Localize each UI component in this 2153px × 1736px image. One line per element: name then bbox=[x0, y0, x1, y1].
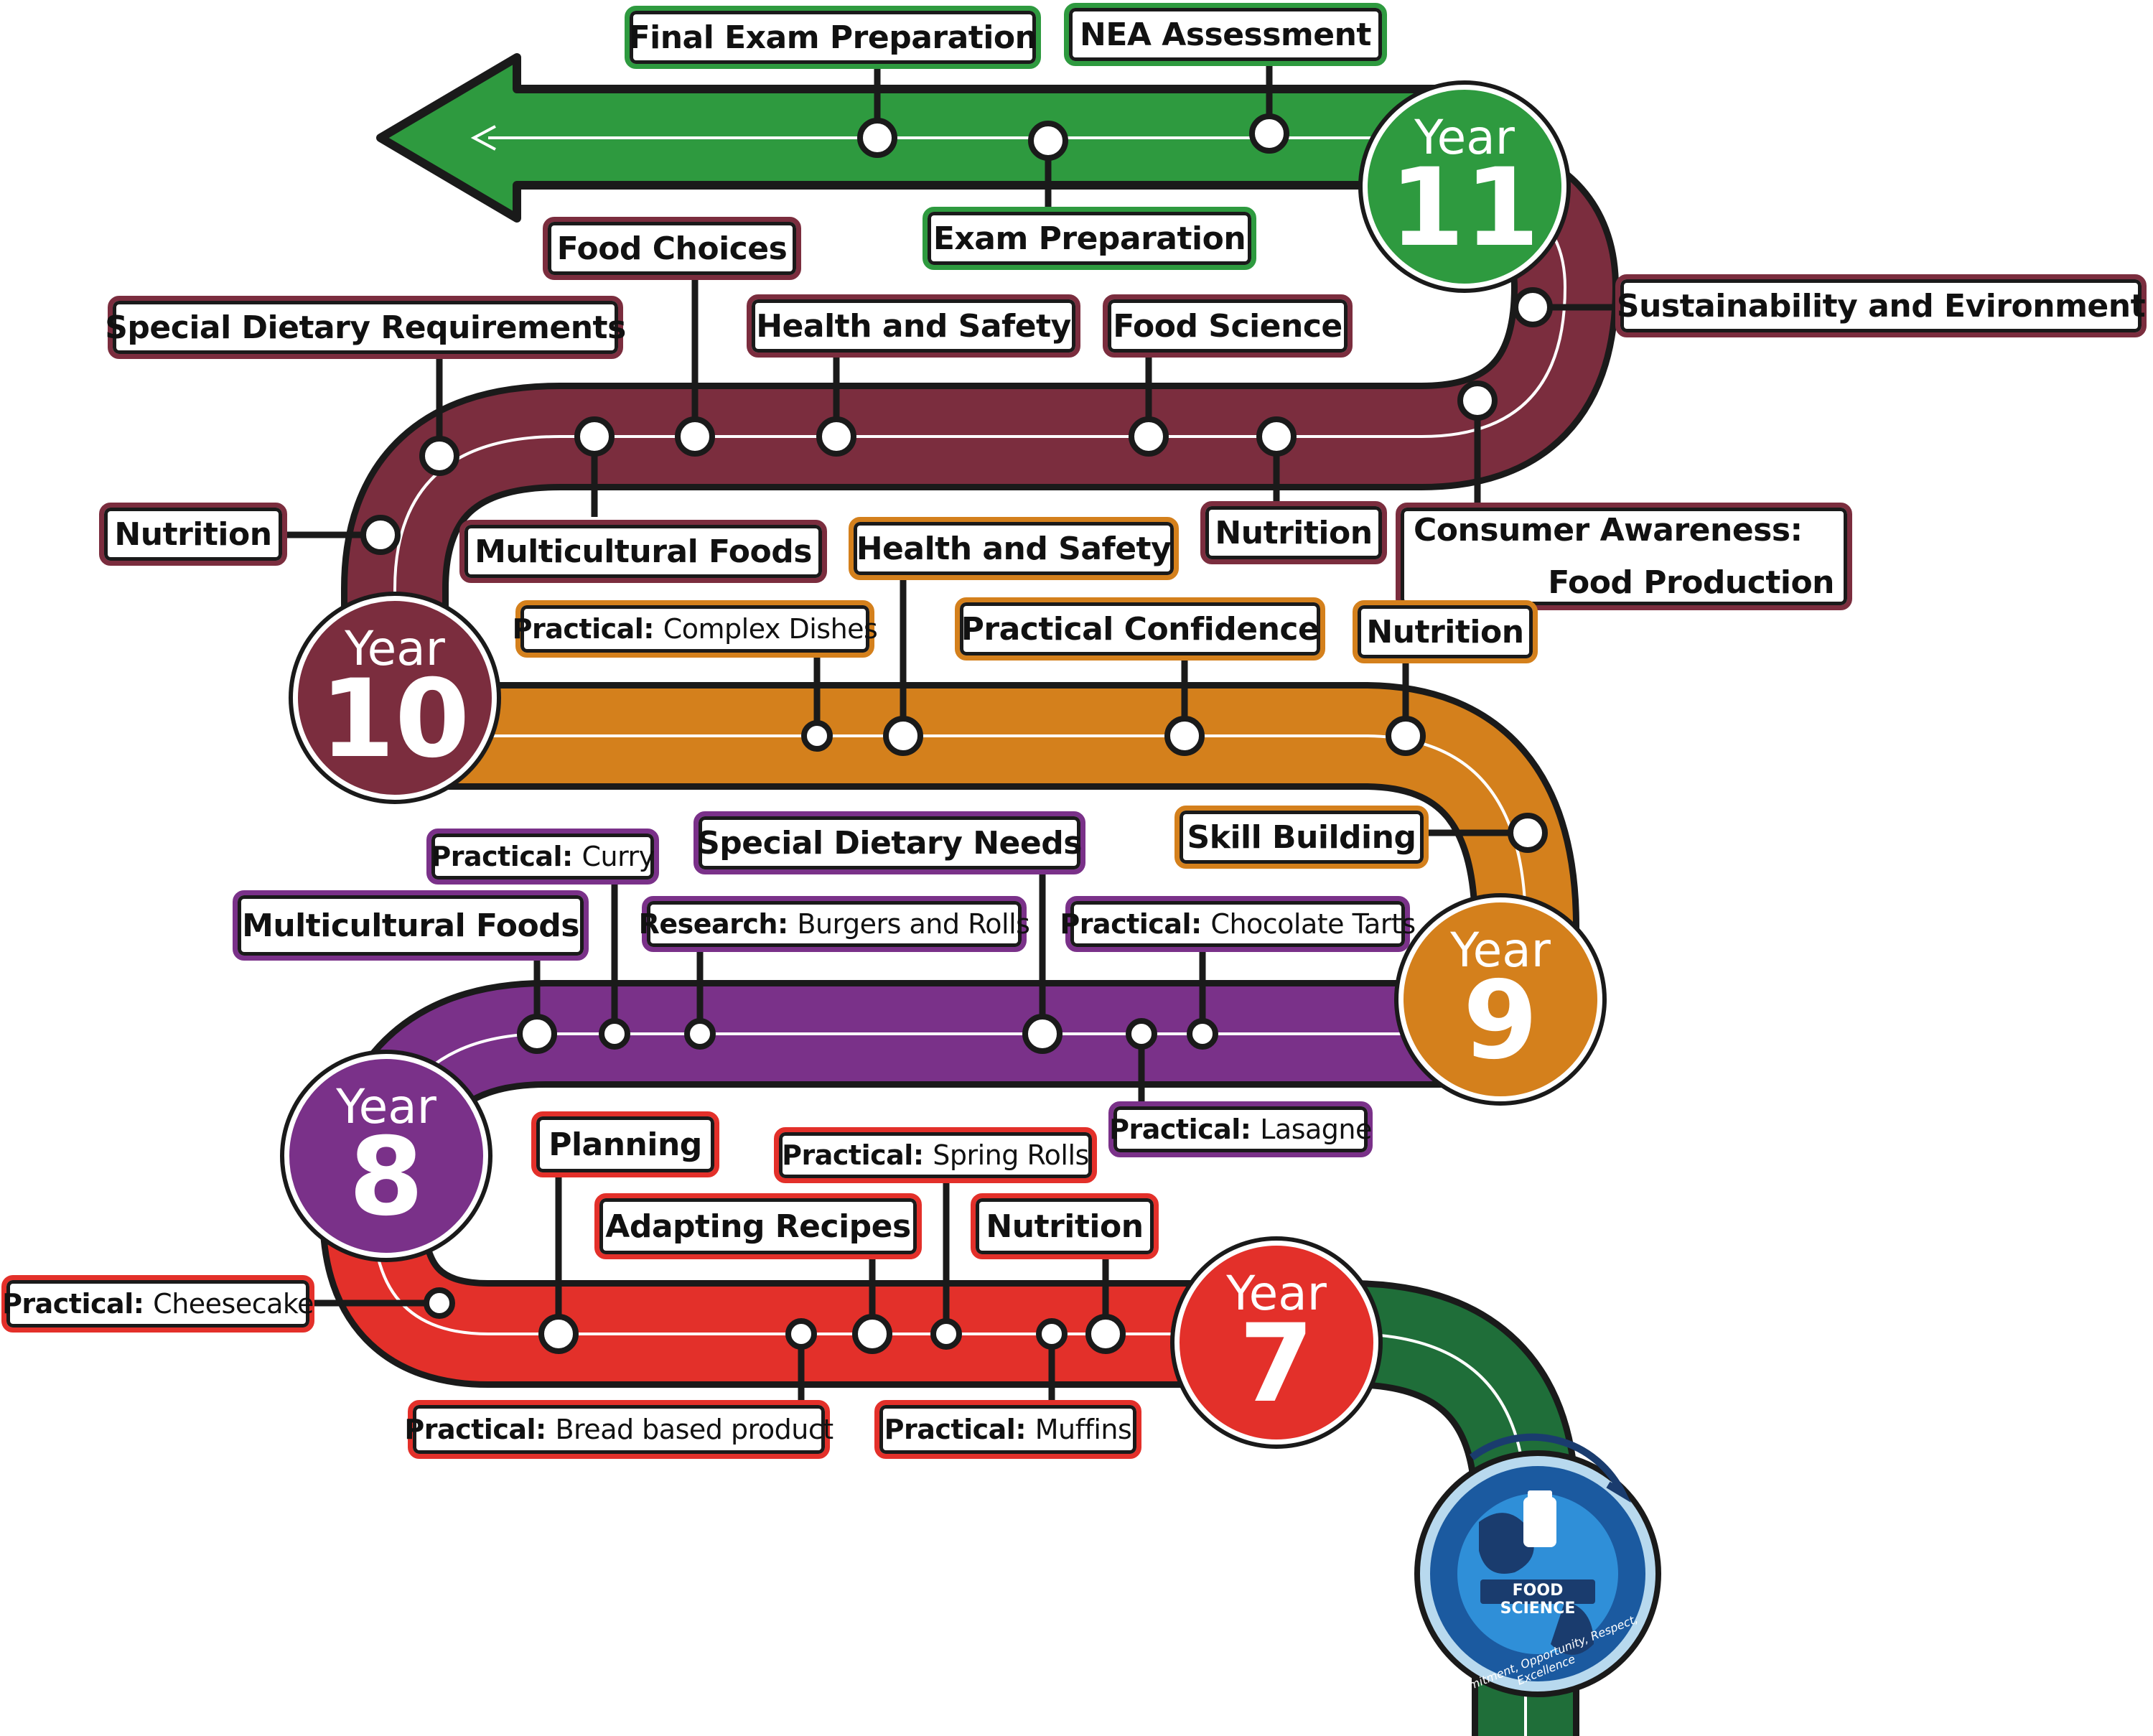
practical-item: Muffins bbox=[1035, 1414, 1132, 1445]
milestone-y9-health-and-safety: Health and Safety bbox=[849, 517, 1179, 580]
practical-item: Spring Rolls bbox=[933, 1139, 1089, 1171]
milestone-label: Multicultural Foods bbox=[242, 907, 579, 944]
year-9-number: 9 bbox=[1462, 958, 1538, 1083]
milestone-practical-complex-dishes: Practical: Complex Dishes bbox=[512, 600, 878, 658]
practical-item: Bread based product bbox=[555, 1414, 833, 1445]
milestone-special-dietary-requirements: Special Dietary Requirements bbox=[105, 296, 626, 359]
milestone-label: Health and Safety bbox=[856, 530, 1172, 567]
practical-key: Practical: bbox=[782, 1139, 924, 1171]
milestone-skill-building: Skill Building bbox=[1174, 806, 1429, 869]
milestone-practical-muffins: Practical: Muffins bbox=[874, 1400, 1141, 1459]
consumer-line-2: Food Production bbox=[1548, 564, 1834, 601]
badge-title: FOOD SCIENCE bbox=[1500, 1582, 1576, 1618]
milestone-label: Special Dietary Requirements bbox=[105, 309, 626, 346]
milestone-consumer-awareness: Consumer Awareness: Food Production bbox=[1396, 503, 1852, 610]
year-7-word: Year bbox=[1226, 1266, 1327, 1321]
milestone-practical-chocolate-tarts: Practical: Chocolate Tarts bbox=[1060, 896, 1416, 952]
milestone-practical-cheesecake: Practical: Cheesecake bbox=[1, 1275, 314, 1333]
milestone-sustainability: Sustainability and Evironment bbox=[1615, 274, 2147, 337]
year-10-word: Year bbox=[345, 621, 445, 676]
milestone-label: Health and Safety bbox=[756, 307, 1071, 345]
milestone-practical-lasagne: Practical: Lasagne bbox=[1108, 1101, 1373, 1157]
year-10-circle: Year 10 bbox=[293, 596, 497, 800]
milestone-label: Food Science bbox=[1113, 307, 1342, 345]
milestone-practical-bread: Practical: Bread based product bbox=[404, 1400, 833, 1459]
milestone-label: Nutrition bbox=[114, 515, 272, 553]
milestone-label: Exam Preparation bbox=[933, 220, 1246, 257]
milestone-label: Practical Confidence bbox=[961, 610, 1320, 648]
practical-item: Complex Dishes bbox=[663, 613, 878, 645]
milestone-label: Multicultural Foods bbox=[475, 533, 812, 570]
milestone-research-burgers: Research: Burgers and Rolls bbox=[638, 896, 1030, 952]
milestone-label: Nutrition bbox=[1215, 514, 1373, 551]
milestone-final-exam-preparation: Final Exam Preparation bbox=[625, 6, 1041, 69]
practical-key: Practical: bbox=[512, 613, 655, 645]
milestone-label: Final Exam Preparation bbox=[628, 19, 1037, 56]
milestone-label: Skill Building bbox=[1187, 818, 1416, 856]
milestone-y10-nutrition-left: Nutrition bbox=[99, 503, 287, 566]
milestone-practical-curry: Practical: Curry bbox=[426, 829, 659, 885]
year-8-circle: Year 8 bbox=[284, 1054, 488, 1258]
year-11-circle: Year 11 bbox=[1363, 85, 1566, 289]
year-9-circle: Year 9 bbox=[1398, 897, 1602, 1101]
milestone-planning: Planning bbox=[531, 1111, 719, 1177]
year-9-word: Year bbox=[1450, 923, 1551, 978]
practical-item: Cheesecake bbox=[153, 1288, 314, 1320]
milestone-label: Nutrition bbox=[1366, 613, 1524, 650]
milestone-y10-health-and-safety: Health and Safety bbox=[747, 294, 1080, 358]
research-key: Research: bbox=[638, 908, 789, 940]
food-science-badge bbox=[1414, 1433, 1661, 1697]
milestone-food-choices: Food Choices bbox=[543, 217, 801, 280]
practical-item: Curry bbox=[582, 841, 655, 872]
year-11-number: 11 bbox=[1389, 146, 1540, 271]
milestone-label: Adapting Recipes bbox=[605, 1208, 911, 1245]
milestone-label: Sustainability and Evironment bbox=[1616, 287, 2146, 325]
milestone-y8-multicultural-foods: Multicultural Foods bbox=[233, 890, 589, 961]
year-11-word: Year bbox=[1414, 110, 1515, 165]
milestone-practical-spring-rolls: Practical: Spring Rolls bbox=[774, 1127, 1097, 1183]
year-7-number: 7 bbox=[1238, 1302, 1314, 1427]
milestone-practical-confidence: Practical Confidence bbox=[955, 597, 1325, 661]
milestone-dots bbox=[360, 113, 1553, 1354]
milestone-y7-nutrition: Nutrition bbox=[971, 1193, 1159, 1259]
practical-item: Chocolate Tarts bbox=[1210, 908, 1416, 940]
milestone-label: Special Dietary Needs bbox=[697, 824, 1082, 862]
year-7-circle: Year 7 bbox=[1174, 1241, 1378, 1445]
milestone-special-dietary-needs: Special Dietary Needs bbox=[693, 811, 1085, 874]
practical-key: Practical: bbox=[404, 1414, 546, 1445]
milestone-y10-nutrition-right: Nutrition bbox=[1200, 501, 1387, 564]
year-10-number: 10 bbox=[319, 657, 470, 782]
milestone-food-science: Food Science bbox=[1103, 294, 1353, 358]
practical-key: Practical: bbox=[1060, 908, 1202, 940]
practical-key: Practical: bbox=[431, 841, 573, 872]
consumer-line-1: Consumer Awareness: bbox=[1414, 512, 1803, 549]
milestone-label: Nutrition bbox=[986, 1208, 1144, 1245]
research-item: Burgers and Rolls bbox=[797, 908, 1030, 940]
milestone-label: Planning bbox=[548, 1126, 702, 1163]
milestone-label: NEA Assessment bbox=[1080, 16, 1371, 53]
practical-key: Practical: bbox=[1109, 1114, 1251, 1145]
milestone-adapting-recipes: Adapting Recipes bbox=[594, 1193, 922, 1259]
milestone-exam-preparation: Exam Preparation bbox=[923, 207, 1256, 270]
year-8-word: Year bbox=[336, 1079, 436, 1134]
practical-key: Practical: bbox=[884, 1414, 1027, 1445]
year-8-number: 8 bbox=[348, 1115, 424, 1240]
practical-key: Practical: bbox=[2, 1288, 144, 1320]
practical-item: Lasagne bbox=[1260, 1114, 1372, 1145]
milestone-y10-multicultural-foods: Multicultural Foods bbox=[459, 520, 827, 583]
milestone-y9-nutrition: Nutrition bbox=[1353, 600, 1538, 663]
milestone-nea-assessment: NEA Assessment bbox=[1064, 3, 1387, 66]
milestone-label: Food Choices bbox=[556, 230, 788, 267]
